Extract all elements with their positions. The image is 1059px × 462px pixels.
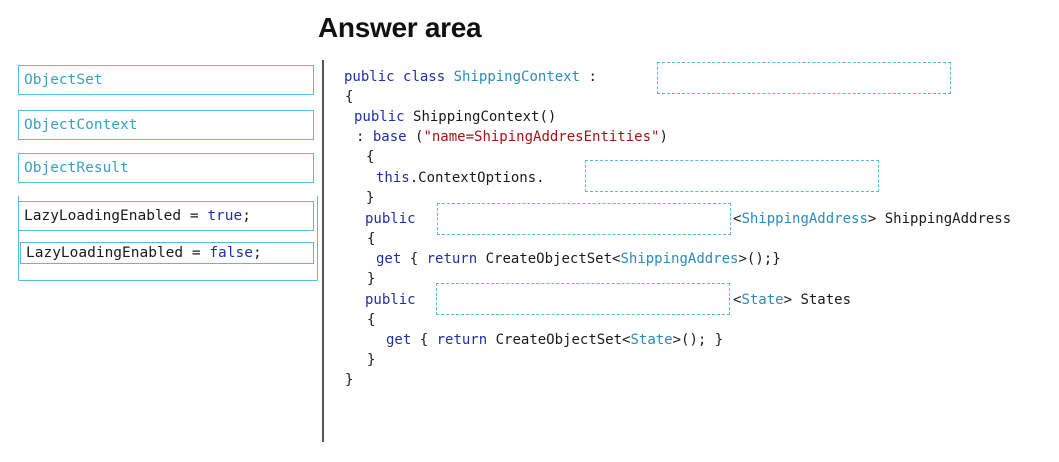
code-text: { bbox=[411, 332, 437, 348]
code-text: { bbox=[401, 251, 427, 267]
keyword: return bbox=[436, 332, 488, 348]
code-text: ) bbox=[659, 129, 668, 145]
code-brace: { bbox=[367, 312, 376, 328]
drop-target-base-class[interactable] bbox=[657, 62, 951, 94]
code-text: CreateObjectSet< bbox=[477, 251, 621, 267]
code-line-shippingaddress-tail: <ShippingAddress> ShippingAddress bbox=[733, 210, 1011, 228]
drop-target-context-option[interactable] bbox=[585, 160, 879, 192]
type-name: State bbox=[741, 292, 784, 308]
drop-target-states-type[interactable] bbox=[436, 283, 730, 315]
option-semicolon: ; bbox=[252, 245, 262, 261]
keyword: return bbox=[426, 251, 478, 267]
code-line-states-tail: <State> States bbox=[733, 291, 851, 309]
code-brace-close: } bbox=[345, 372, 354, 388]
option-lazyloading-false[interactable]: LazyLoadingEnabled = false; bbox=[20, 242, 314, 264]
option-list-frame bbox=[18, 196, 318, 281]
option-text: LazyLoadingEnabled = bbox=[26, 245, 210, 261]
code-text: < bbox=[733, 292, 742, 308]
type-name: ShippingAddress bbox=[741, 211, 868, 227]
keyword: get bbox=[376, 251, 402, 267]
code-line-contextoptions: this.ContextOptions. bbox=[376, 169, 545, 187]
vertical-divider bbox=[322, 60, 324, 442]
code-text: : bbox=[356, 129, 373, 145]
code-line-base: : base ("name=ShipingAddresEntities") bbox=[356, 128, 668, 146]
keyword: public bbox=[365, 211, 416, 227]
code-text: .ContextOptions. bbox=[409, 170, 545, 186]
code-text: > States bbox=[783, 292, 852, 308]
option-objectcontext[interactable]: ObjectContext bbox=[18, 110, 314, 140]
code-text: > ShippingAddress bbox=[867, 211, 1012, 227]
constructor-name: ShippingContext() bbox=[413, 109, 557, 125]
code-brace-open: { bbox=[345, 89, 354, 105]
keyword: class bbox=[403, 69, 446, 85]
code-inner-open: { bbox=[366, 149, 375, 165]
keyword: this bbox=[376, 170, 410, 186]
code-brace: } bbox=[367, 352, 376, 368]
code-line-public-shippingaddress: public bbox=[365, 210, 416, 228]
code-text: >(); } bbox=[672, 332, 724, 348]
code-line-public-states: public bbox=[365, 291, 416, 309]
code-text: CreateObjectSet< bbox=[487, 332, 631, 348]
keyword: get bbox=[386, 332, 412, 348]
code-text: >();} bbox=[738, 251, 781, 267]
code-inner-close: } bbox=[366, 190, 375, 206]
type-name: ShippingAddres bbox=[620, 251, 739, 267]
colon: : bbox=[588, 69, 597, 85]
string-literal: "name=ShipingAddresEntities" bbox=[423, 129, 660, 145]
option-lazyloading-true[interactable]: LazyLoadingEnabled = true; bbox=[18, 201, 314, 231]
code-text: ( bbox=[406, 129, 424, 145]
keyword: public bbox=[365, 292, 416, 308]
type-name: State bbox=[630, 332, 673, 348]
code-line-get-state: get { return CreateObjectSet<State>(); } bbox=[386, 331, 723, 349]
code-line-class: public class ShippingContext : bbox=[344, 68, 597, 86]
code-line-get-shippingaddres: get { return CreateObjectSet<ShippingAdd… bbox=[376, 250, 781, 268]
answer-area-title: Answer area bbox=[318, 12, 482, 43]
option-text: LazyLoadingEnabled = bbox=[24, 208, 208, 224]
option-semicolon: ; bbox=[242, 208, 251, 224]
keyword: public bbox=[354, 109, 405, 125]
code-text: < bbox=[733, 211, 742, 227]
keyword: public bbox=[344, 69, 395, 85]
option-keyword: true bbox=[207, 208, 243, 224]
keyword: base bbox=[372, 129, 407, 145]
code-brace: } bbox=[367, 271, 376, 287]
code-line-constructor: public ShippingContext() bbox=[354, 108, 556, 126]
code-brace: { bbox=[367, 231, 376, 247]
class-name: ShippingContext bbox=[453, 69, 581, 85]
option-objectset[interactable]: ObjectSet bbox=[18, 65, 314, 95]
option-keyword: false bbox=[209, 245, 253, 261]
drop-target-shippingaddress-type[interactable] bbox=[437, 203, 731, 235]
option-objectresult[interactable]: ObjectResult bbox=[18, 153, 314, 183]
